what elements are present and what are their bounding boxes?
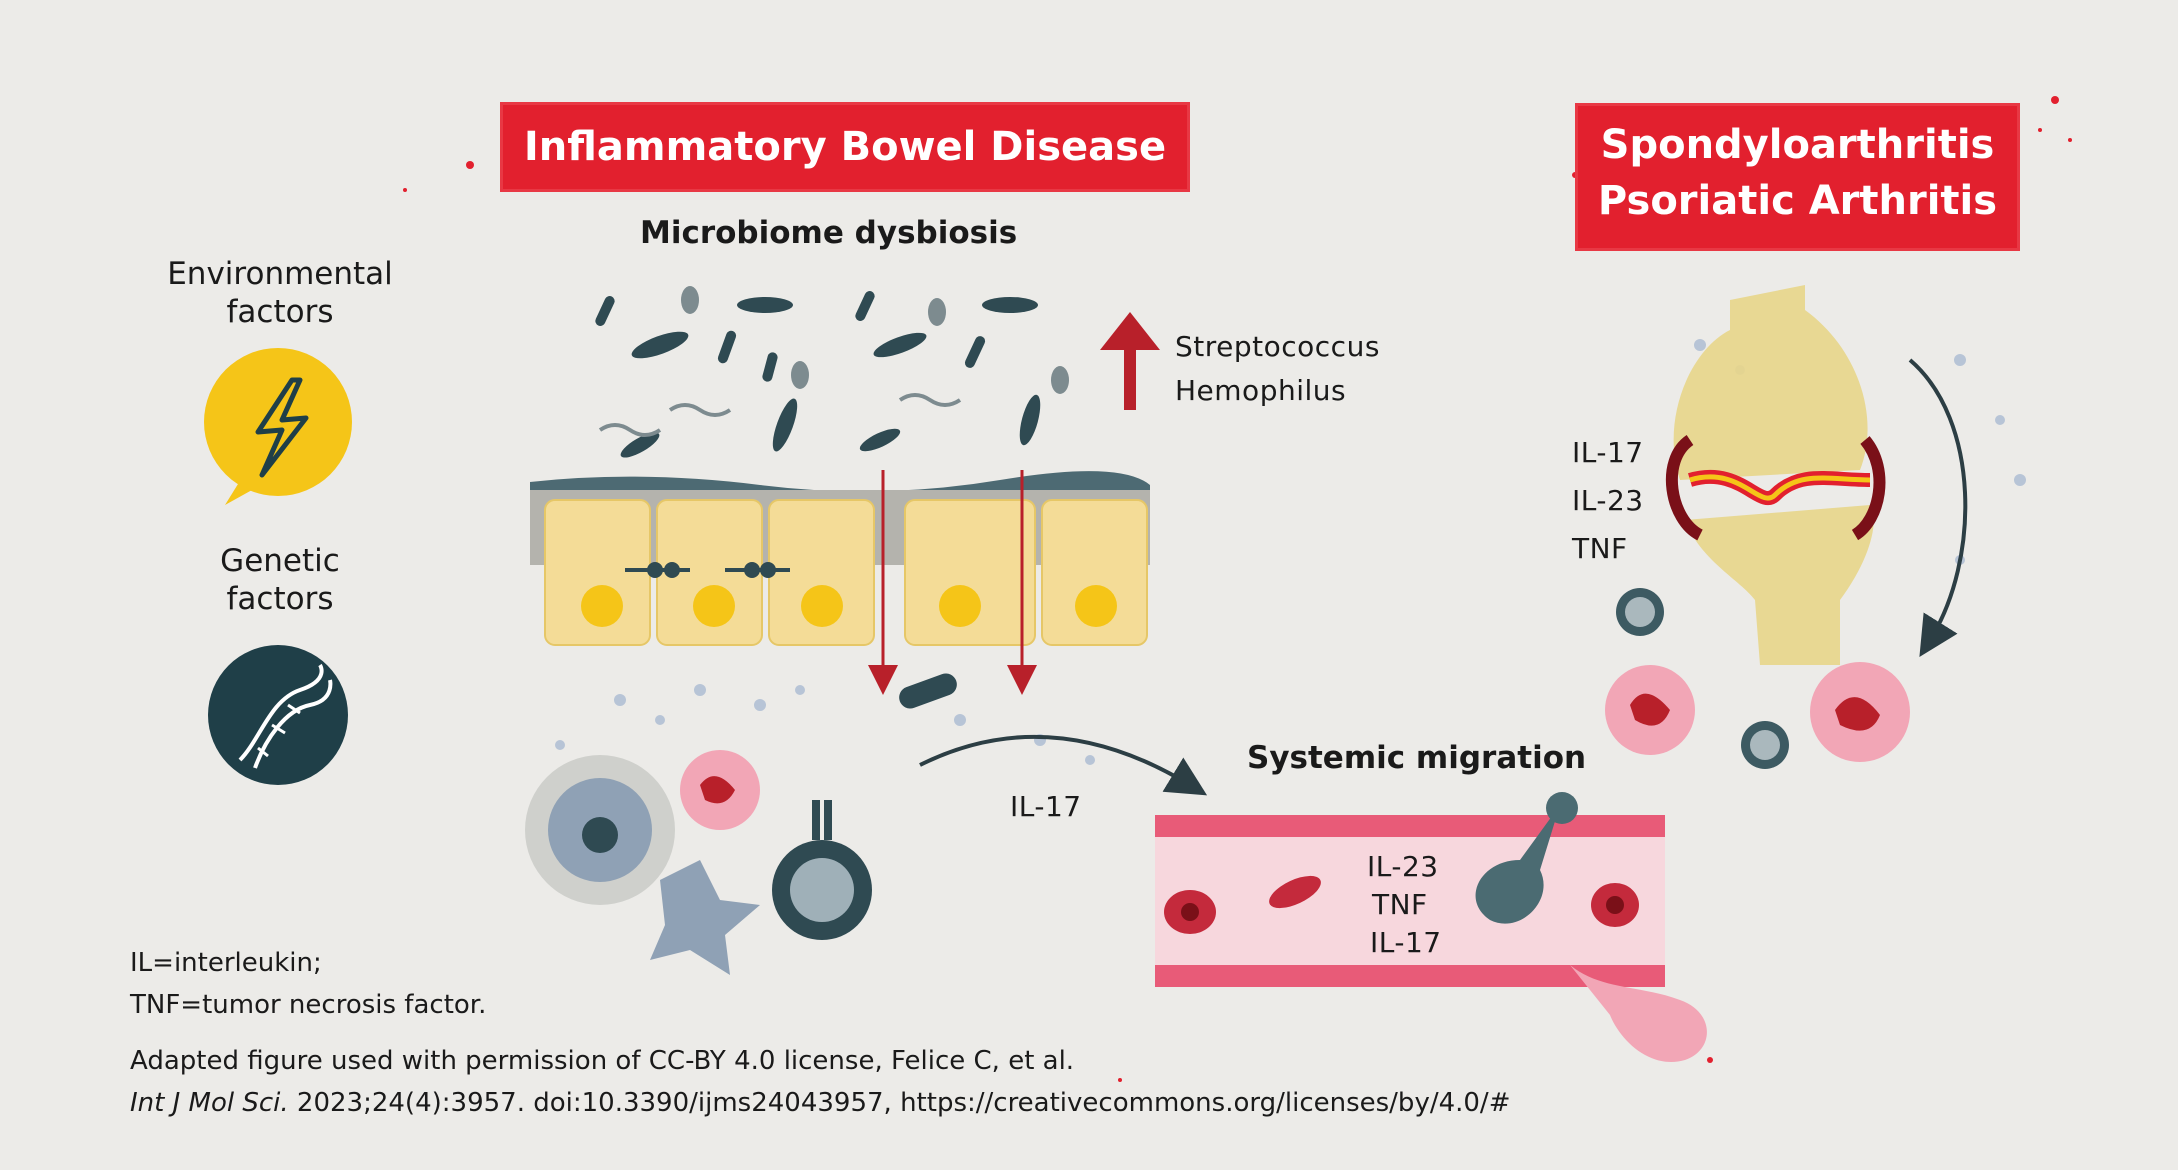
footnote-journal: Int J Mol Sci. bbox=[130, 1088, 289, 1118]
footnote-abbr-il: IL=interleukin; bbox=[130, 948, 322, 978]
bacteria-label-hemophilus: Hemophilus bbox=[1175, 374, 1347, 407]
footnote-citation: Int J Mol Sci. 2023;24(4):3957. doi:10.3… bbox=[130, 1088, 1510, 1118]
translocation-arrows bbox=[868, 470, 1037, 695]
joint-illustration bbox=[1665, 285, 1968, 665]
spa-banner: Spondyloarthritis Psoriatic Arthritis bbox=[1575, 103, 2020, 251]
bacteria-cluster bbox=[595, 286, 1069, 458]
immune-cells-gut bbox=[525, 673, 957, 975]
spa-title-line2: Psoriatic Arthritis bbox=[1597, 178, 1998, 224]
ibd-banner: Inflammatory Bowel Disease bbox=[500, 102, 1190, 192]
environmental-factors-label: Environmental factors bbox=[140, 255, 420, 331]
vessel-cytokine-il17: IL-17 bbox=[1370, 926, 1442, 959]
spa-title-line1: Spondyloarthritis bbox=[1600, 122, 1995, 168]
bacteria-label-streptococcus: Streptococcus bbox=[1175, 330, 1380, 363]
systemic-migration-label: Systemic migration bbox=[1247, 740, 1587, 776]
vessel-cytokine-tnf: TNF bbox=[1372, 888, 1428, 921]
joint-cells bbox=[1605, 588, 1910, 769]
footnote-adapted: Adapted figure used with permission of C… bbox=[130, 1046, 1075, 1076]
genetic-line1: Genetic bbox=[220, 543, 340, 579]
joint-cytokine-il17: IL-17 bbox=[1572, 436, 1644, 469]
footnote-abbr-tnf: TNF=tumor necrosis factor. bbox=[130, 990, 487, 1020]
blood-vessel bbox=[1155, 792, 1707, 1062]
ibd-title: Inflammatory Bowel Disease bbox=[523, 124, 1167, 170]
genetic-line2: factors bbox=[226, 581, 334, 617]
increase-arrow-icon bbox=[1100, 312, 1160, 410]
genetic-factors-label: Genetic factors bbox=[140, 542, 420, 618]
il17-gut-label: IL-17 bbox=[1010, 790, 1082, 823]
dna-icon bbox=[208, 645, 348, 785]
migration-arrow bbox=[919, 734, 1208, 796]
intestinal-epithelium bbox=[530, 471, 1150, 646]
environmental-line1: Environmental bbox=[167, 256, 393, 292]
environmental-line2: factors bbox=[226, 294, 334, 330]
microbiome-dysbiosis-label: Microbiome dysbiosis bbox=[640, 215, 1018, 251]
lightning-icon bbox=[204, 348, 352, 505]
joint-cytokine-tnf: TNF bbox=[1572, 532, 1628, 565]
footnote-reference: 2023;24(4):3957. doi:10.3390/ijms2404395… bbox=[288, 1088, 1511, 1118]
joint-cytokine-il23: IL-23 bbox=[1572, 484, 1644, 517]
vessel-cytokine-il23: IL-23 bbox=[1367, 850, 1439, 883]
